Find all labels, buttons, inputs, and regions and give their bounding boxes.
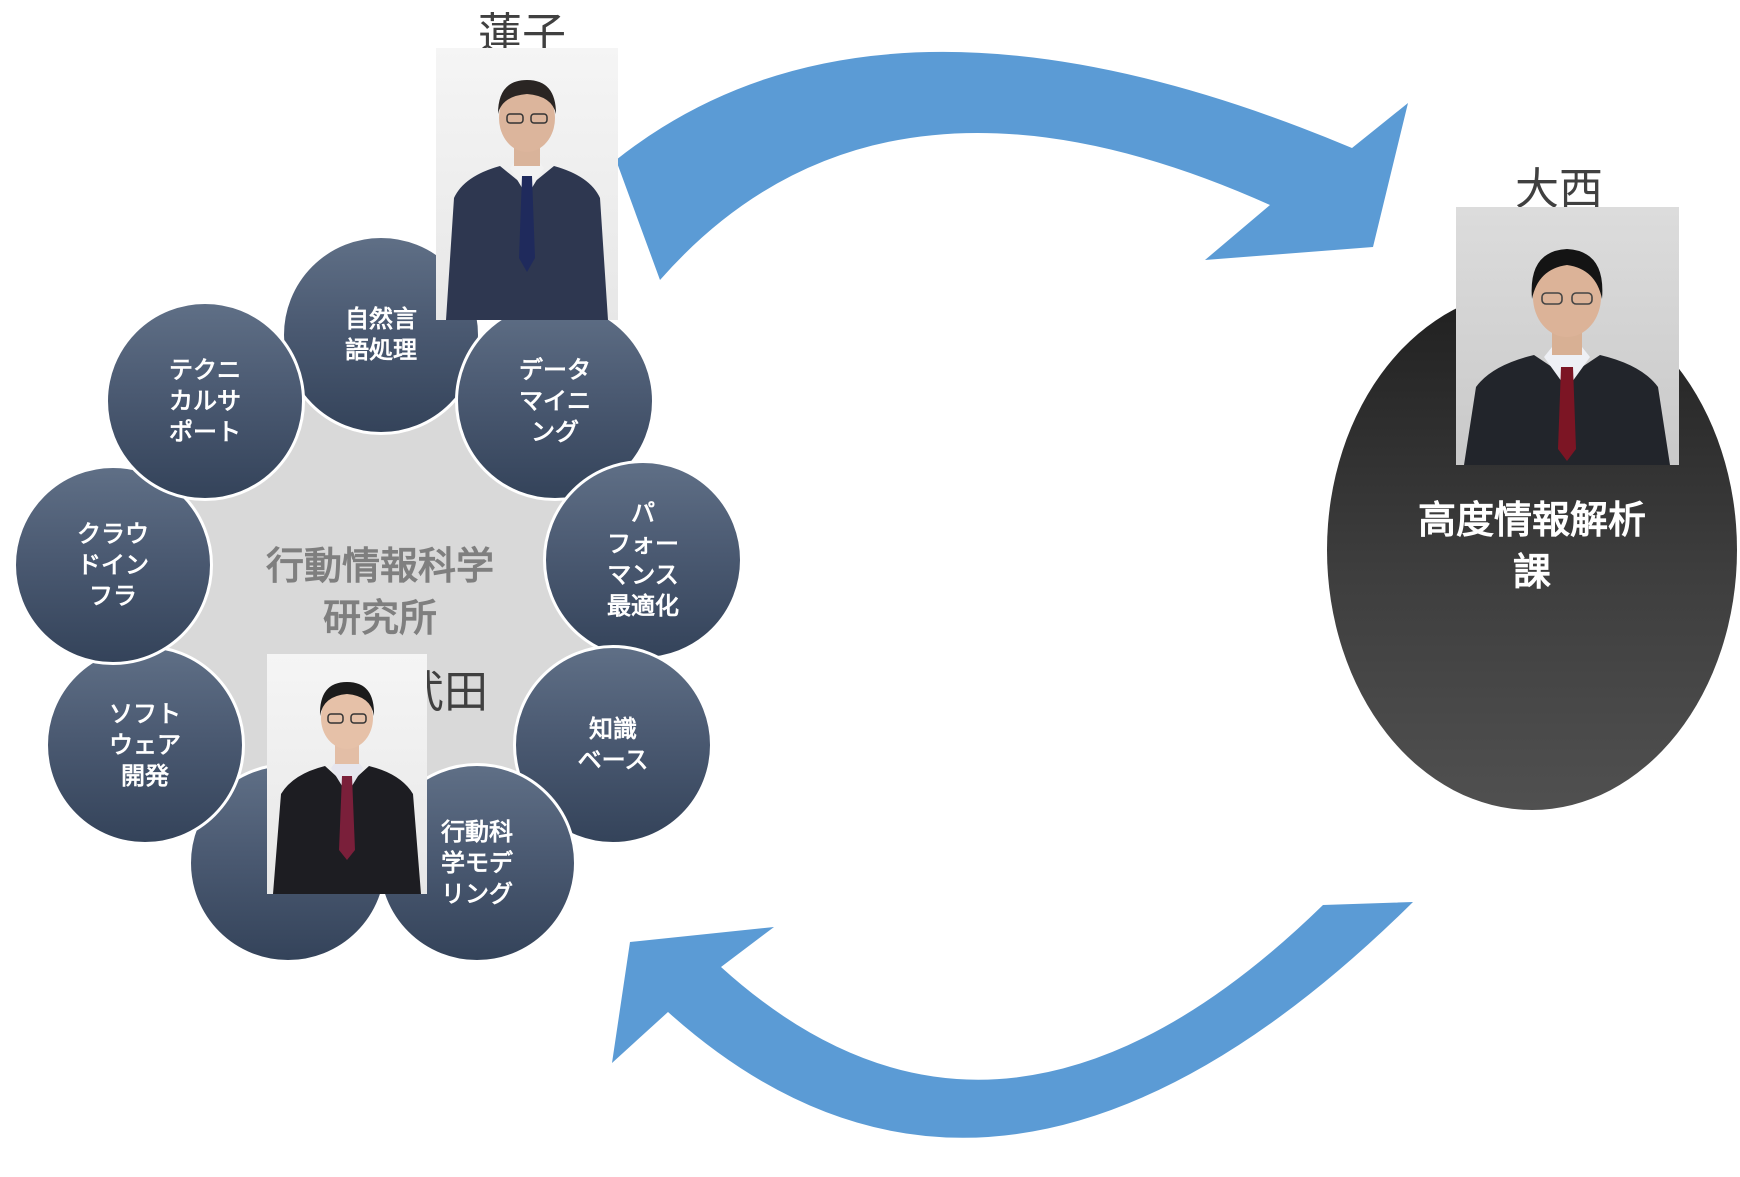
hub-disc: [138, 370, 618, 850]
arrow-top: [616, 51, 1408, 280]
person-portrait-icon: [273, 682, 421, 894]
bubble-label: 知識 ベース: [577, 715, 649, 774]
photo-takeda: [267, 654, 427, 894]
bubble-software: ソフト ウェア 開発: [45, 645, 245, 845]
person-portrait-icon: [446, 80, 608, 320]
lab-title: 行動情報科学 研究所: [265, 544, 494, 640]
photo-hasuko: [436, 48, 618, 320]
person-portrait-icon: [1464, 249, 1670, 465]
bubble-nlp: 自然言 語処理: [281, 235, 481, 435]
bubble-label: 行動科 学モデ リング: [441, 817, 513, 908]
division-label: 高度情報解析 課: [1417, 498, 1646, 594]
bubble-label: 自然言 語処理: [345, 305, 417, 364]
arrow-bottom: [612, 902, 1413, 1138]
bubble-label: テクニ カルサ ポート: [169, 355, 241, 446]
person-name-onishi: 大西: [1515, 164, 1603, 215]
bubble-label: ソフト ウェア 開発: [109, 699, 181, 790]
bubble-cloud: クラウ ドイン フラ: [13, 465, 213, 665]
bubble-data-mining: データ マイニ ング: [455, 301, 655, 501]
bubble-label: パ フォー マンス 最適化: [607, 499, 679, 620]
bubble-label: クラウ ドイン フラ: [77, 519, 149, 610]
bubble-tech-support: テクニ カルサ ポート: [105, 301, 305, 501]
bubble-label: データ マイニ ング: [519, 355, 591, 446]
photo-onishi: [1456, 207, 1679, 465]
bubble-performance: パ フォー マンス 最適化: [543, 460, 743, 660]
